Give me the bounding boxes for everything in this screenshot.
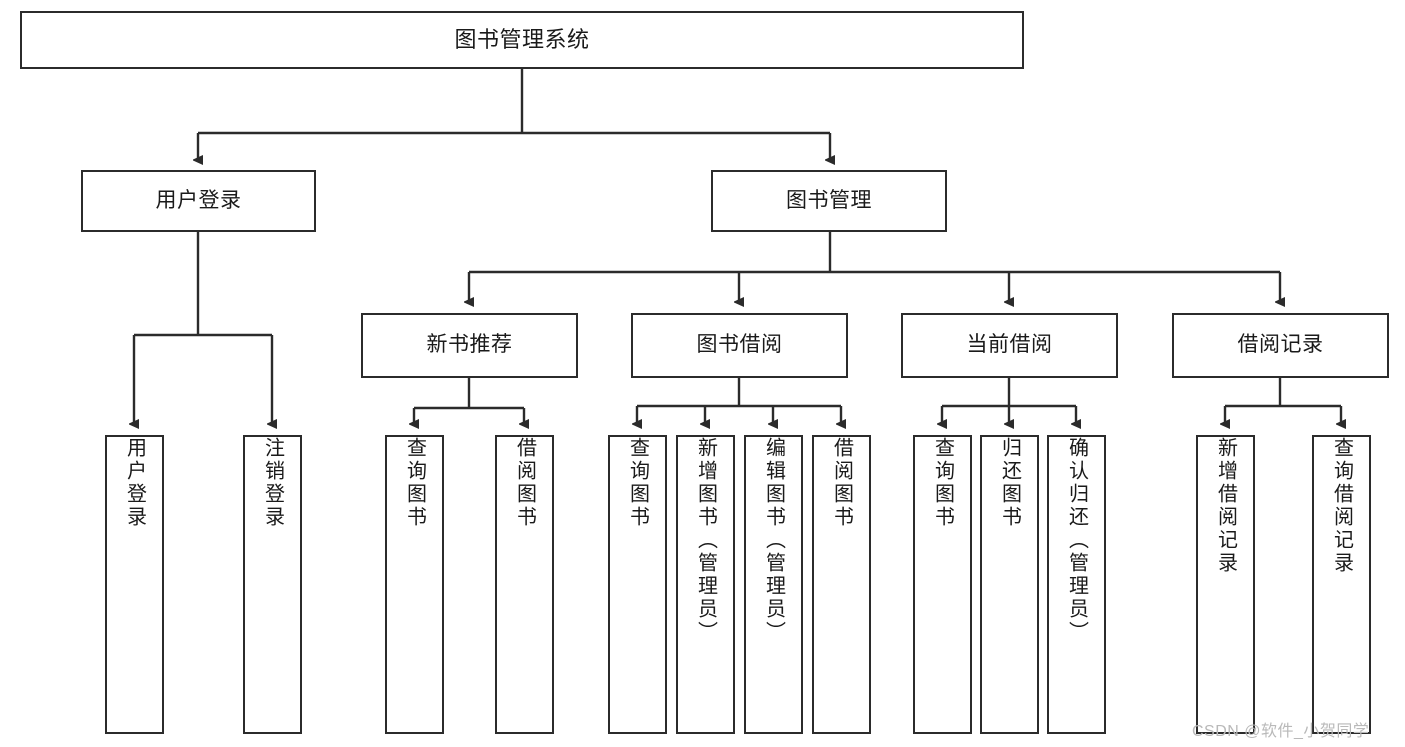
leaf-borrow-book[interactable]: 借阅图书	[812, 435, 871, 734]
leaf-edit-book[interactable]: 编辑图书（管理员）	[744, 435, 803, 734]
node-label: 新书推荐	[426, 333, 513, 357]
node-label: 注销登录	[261, 437, 284, 529]
node-label: 当前借阅	[966, 333, 1053, 357]
leaf-query-book-borrow[interactable]: 查询图书	[608, 435, 667, 734]
node-label: 新增图书（管理员）	[694, 437, 717, 644]
node-label: 查询图书	[403, 437, 426, 529]
node-label: 用户登录	[123, 437, 146, 529]
node-label: 新增借阅记录	[1214, 437, 1237, 575]
node-label: 借阅图书	[513, 437, 536, 529]
leaf-query-book-current[interactable]: 查询图书	[913, 435, 972, 734]
csdn-watermark: CSDN @软件_小贺同学	[1192, 723, 1370, 740]
node-label: 编辑图书（管理员）	[762, 437, 785, 644]
node-label: 查询借阅记录	[1330, 437, 1353, 575]
node-label: 图书借阅	[696, 333, 783, 357]
leaf-borrow-book-recommend[interactable]: 借阅图书	[495, 435, 554, 734]
node-label: 查询图书	[626, 437, 649, 529]
node-book-borrow[interactable]: 图书借阅	[631, 313, 848, 378]
node-borrow-record[interactable]: 借阅记录	[1172, 313, 1389, 378]
node-root-system[interactable]: 图书管理系统	[20, 11, 1024, 69]
node-current-borrow[interactable]: 当前借阅	[901, 313, 1118, 378]
node-label: 查询图书	[931, 437, 954, 529]
node-label: 用户登录	[155, 188, 242, 212]
leaf-add-borrow-record[interactable]: 新增借阅记录	[1196, 435, 1255, 734]
leaf-add-book[interactable]: 新增图书（管理员）	[676, 435, 735, 734]
node-label: 图书管理	[786, 188, 872, 212]
node-label: 借阅图书	[830, 437, 853, 529]
leaf-return-book[interactable]: 归还图书	[980, 435, 1039, 734]
leaf-user-login[interactable]: 用户登录	[105, 435, 164, 734]
node-label: 借阅记录	[1237, 333, 1324, 357]
node-label: 图书管理系统	[454, 27, 590, 53]
leaf-query-book-recommend[interactable]: 查询图书	[385, 435, 444, 734]
node-label: 确认归还（管理员）	[1065, 437, 1088, 644]
node-new-book-recommend[interactable]: 新书推荐	[361, 313, 578, 378]
node-user-login[interactable]: 用户登录	[81, 170, 316, 232]
leaf-confirm-return[interactable]: 确认归还（管理员）	[1047, 435, 1106, 734]
node-book-manage[interactable]: 图书管理	[711, 170, 947, 232]
leaf-logout-login[interactable]: 注销登录	[243, 435, 302, 734]
leaf-query-borrow-record[interactable]: 查询借阅记录	[1312, 435, 1371, 734]
node-label: 归还图书	[998, 437, 1021, 529]
